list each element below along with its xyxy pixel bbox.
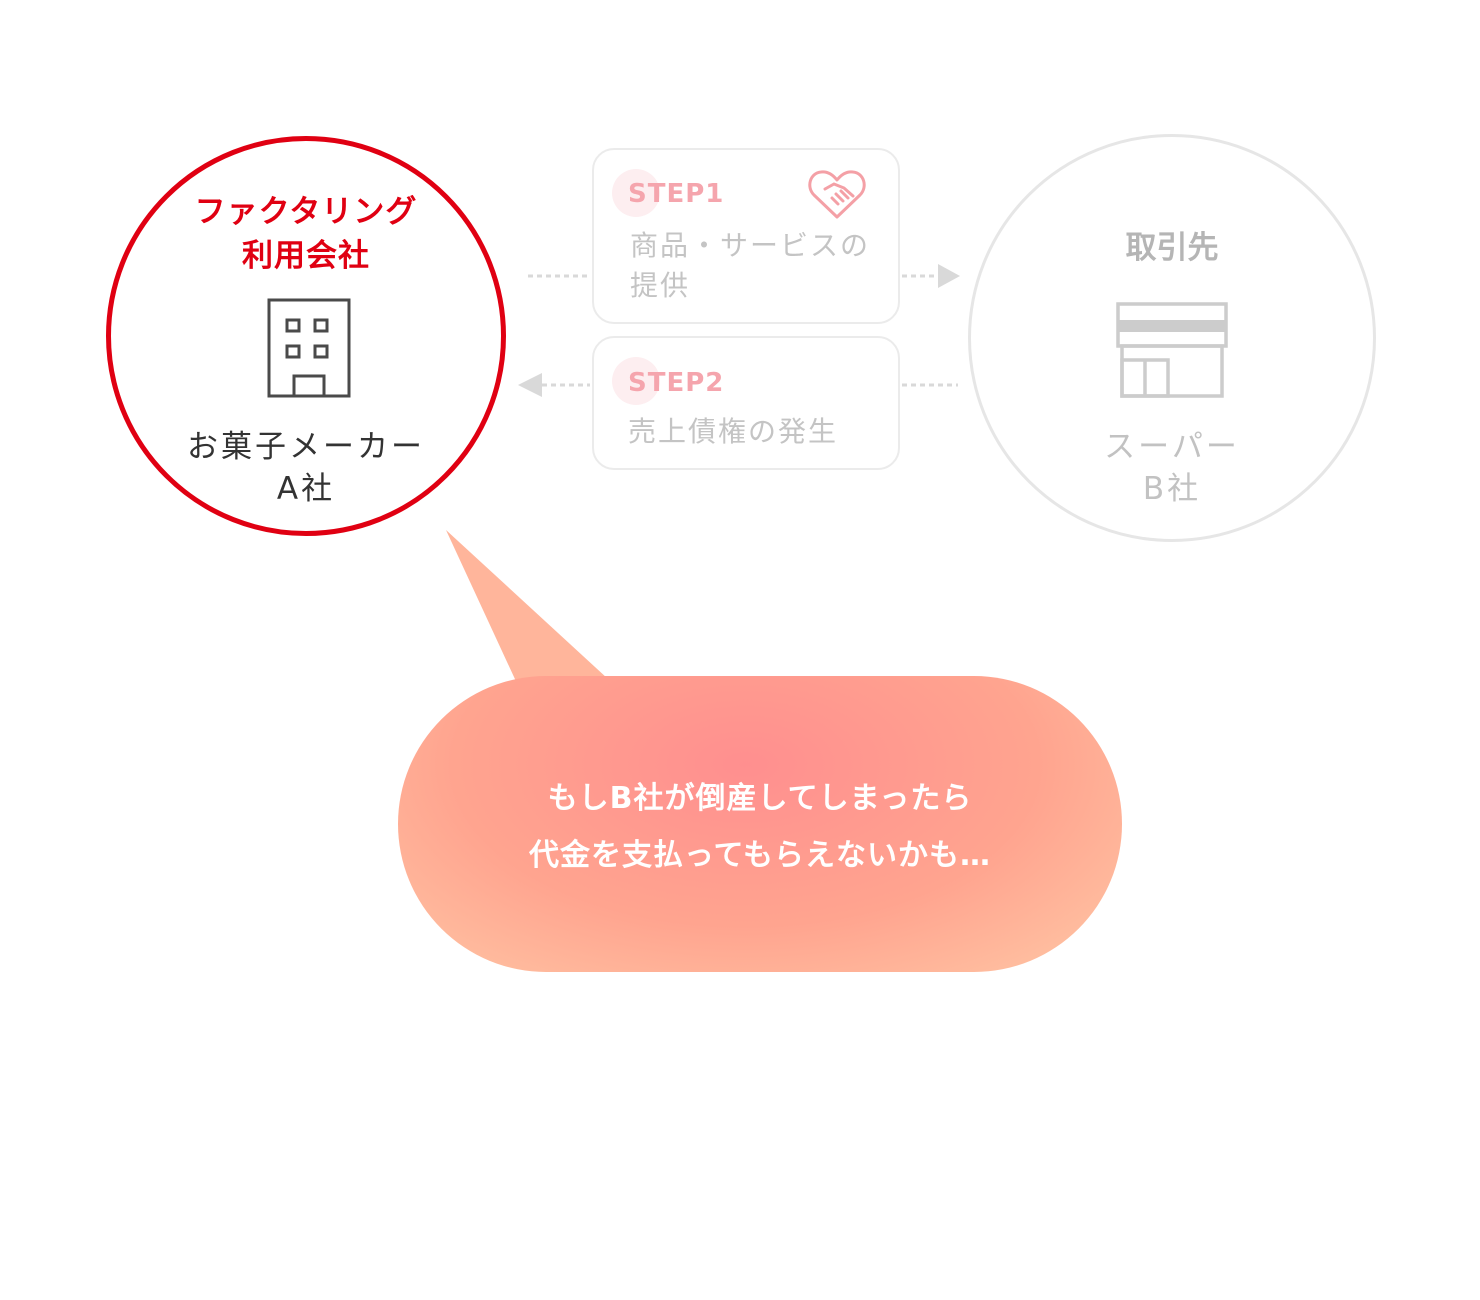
step2-text-line1: 売上債権の発生 [628, 415, 839, 448]
step1-dot [612, 169, 660, 217]
user-company-role-line2: 利用会社 [242, 238, 370, 274]
step1-arrow-right [528, 264, 960, 288]
office-building-icon [267, 298, 351, 398]
user-company-name-line1: お菓子メーカー [187, 429, 425, 465]
speech-bubble-line2: 代金を支払ってもらえないかも… [529, 838, 991, 873]
speech-bubble [398, 676, 1122, 972]
step1-text: 商品・サービスの 提供 [630, 226, 870, 306]
partner-name-line1: スーパー [1104, 429, 1240, 465]
partner-name-line2: B社 [1142, 471, 1202, 507]
user-company-role-line1: ファクタリング [194, 194, 418, 230]
step2-text: 売上債権の発生 [628, 412, 838, 452]
partner-circle [968, 134, 1376, 542]
user-company-name-line2: A社 [276, 471, 336, 507]
partner-role: 取引先 [1125, 230, 1219, 266]
step1-card [592, 148, 900, 324]
speech-bubble-tail [446, 530, 620, 690]
step2-dot [612, 357, 660, 405]
step2-arrow-left [518, 373, 958, 397]
user-company-role: ファクタリング 利用会社 [106, 190, 506, 278]
step1-text-line2: 提供 [630, 269, 691, 302]
partner-name: スーパー B社 [968, 426, 1376, 510]
supermarket-store-icon [1116, 302, 1228, 398]
step1-text-line1: 商品・サービスの [630, 229, 871, 262]
speech-bubble-line1: もしB社が倒産してしまったら [547, 781, 973, 816]
speech-bubble-text: もしB社が倒産してしまったら 代金を支払ってもらえないかも… [398, 770, 1122, 884]
user-company-circle [106, 136, 506, 536]
handshake-heart-icon [808, 170, 866, 219]
step2-label: STEP2 [628, 368, 725, 398]
user-company-name: お菓子メーカー A社 [106, 426, 506, 510]
step1-label: STEP1 [628, 179, 725, 209]
